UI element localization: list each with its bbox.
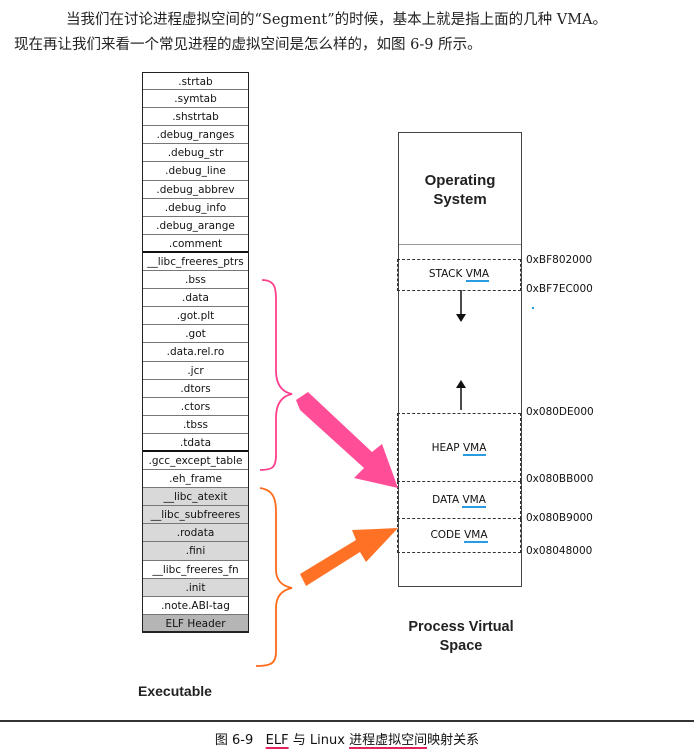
- caption-divider: [0, 720, 694, 722]
- caption-elf: ELF: [265, 733, 289, 748]
- process-virtual-space-label: Process Virtual Space: [398, 618, 524, 656]
- elf-section: .debug_str: [143, 144, 248, 163]
- elf-section: .data: [143, 289, 248, 308]
- heap-vma-prefix: HEAP: [431, 442, 463, 454]
- pvs-label-line-2: Space: [439, 638, 483, 654]
- heap-growth-arrowhead: [456, 380, 466, 388]
- intro-line-1: 当我们在讨论进程虚拟空间的“Segment”的时候，基本上就是指上面的几种 VM…: [66, 12, 608, 28]
- figure-caption: 图 6-9 ELF 与 Linux 进程虚拟空间映射关系: [0, 729, 694, 748]
- caption-underlined: 进程虚拟空间: [349, 733, 428, 748]
- elf-section: .debug_abbrev: [143, 181, 248, 199]
- caption-figure-number: 图 6-9: [214, 733, 254, 748]
- elf-section: .debug_line: [143, 162, 248, 181]
- elf-section: .note.ABI-tag: [143, 597, 248, 615]
- elf-section: .got: [143, 325, 248, 344]
- elf-section: .ctors: [143, 398, 248, 416]
- stack-vma: STACK VMA: [397, 259, 521, 291]
- intro-line-2: 现在再让我们来看一个常见进程的虚拟空间是怎么样的，如图 6-9 所示。: [14, 37, 482, 53]
- elf-section: .got.plt: [143, 307, 248, 326]
- elf-section: .tdata: [143, 434, 248, 452]
- data-vma-label: VMA: [462, 494, 486, 508]
- elf-section: .dtors: [143, 380, 248, 398]
- elf-section: .debug_info: [143, 199, 248, 217]
- elf-section: .init: [143, 578, 248, 597]
- address-label: 0x080BB000: [526, 473, 594, 485]
- address-label: 0xBF802000: [526, 254, 593, 266]
- stray-dot: [531, 306, 535, 310]
- elf-section: __libc_subfreeres: [143, 506, 248, 525]
- address-label: 0x080DE000: [526, 406, 594, 418]
- code-vma-prefix: CODE: [430, 529, 465, 541]
- elf-section: .debug_arange: [143, 217, 248, 235]
- os-label-line-2: System: [433, 191, 487, 208]
- data-vma-prefix: DATA: [432, 494, 463, 506]
- process-virtual-space-box: Operating System STACK VMA HEAP VMA DATA…: [397, 132, 522, 587]
- data-vma: DATA VMA: [397, 481, 521, 519]
- elf-section: .fini: [143, 542, 248, 561]
- address-label: 0xBF7EC000: [526, 283, 593, 295]
- elf-section: .debug_ranges: [143, 126, 248, 145]
- elf-section: .strtab: [143, 72, 248, 91]
- elf-section: .symtab: [143, 90, 248, 109]
- code-vma-label: VMA: [464, 529, 488, 543]
- operating-system-region: Operating System: [399, 133, 521, 245]
- elf-section: __libc_atexit: [143, 488, 248, 507]
- stack-vma-prefix: STACK: [428, 268, 466, 280]
- elf-section: .shstrtab: [143, 108, 248, 127]
- executable-label: Executable: [138, 683, 212, 699]
- pvs-label-line-1: Process Virtual: [408, 619, 514, 635]
- elf-section: __libc_freeres_fn: [143, 561, 248, 579]
- caption-middle: 与 Linux: [292, 733, 345, 748]
- address-label: 0x08048000: [526, 545, 593, 557]
- heap-vma: HEAP VMA: [397, 413, 521, 481]
- address-label: 0x080B9000: [526, 512, 593, 524]
- elf-section: .rodata: [143, 524, 248, 543]
- elf-section: .data.rel.ro: [143, 343, 248, 362]
- elf-section: .bss: [143, 271, 248, 290]
- elf-section: ELF Header: [143, 614, 248, 633]
- stack-vma-label: VMA: [465, 268, 490, 282]
- elf-section: .eh_frame: [143, 470, 248, 489]
- os-label-line-1: Operating: [424, 172, 496, 189]
- heap-vma-label: VMA: [462, 442, 487, 456]
- elf-sections-column: .strtab.symtab.shstrtab.debug_ranges.deb…: [142, 72, 249, 633]
- pink-arrow-icon: [296, 392, 398, 488]
- elf-section: .jcr: [143, 362, 248, 380]
- orange-arrow-icon: [300, 528, 398, 586]
- elf-section: .gcc_except_table: [143, 452, 248, 471]
- intro-paragraph: 当我们在讨论进程虚拟空间的“Segment”的时候，基本上就是指上面的几种 VM…: [14, 8, 684, 58]
- elf-section: .tbss: [143, 416, 248, 434]
- pink-brace-icon: [259, 279, 293, 471]
- caption-end: 映射关系: [427, 733, 480, 748]
- orange-brace-icon: [255, 487, 293, 667]
- stack-growth-arrowhead: [456, 314, 466, 322]
- elf-section: .comment: [143, 235, 248, 253]
- elf-section: __libc_freeres_ptrs: [143, 253, 248, 272]
- code-vma: CODE VMA: [397, 519, 521, 553]
